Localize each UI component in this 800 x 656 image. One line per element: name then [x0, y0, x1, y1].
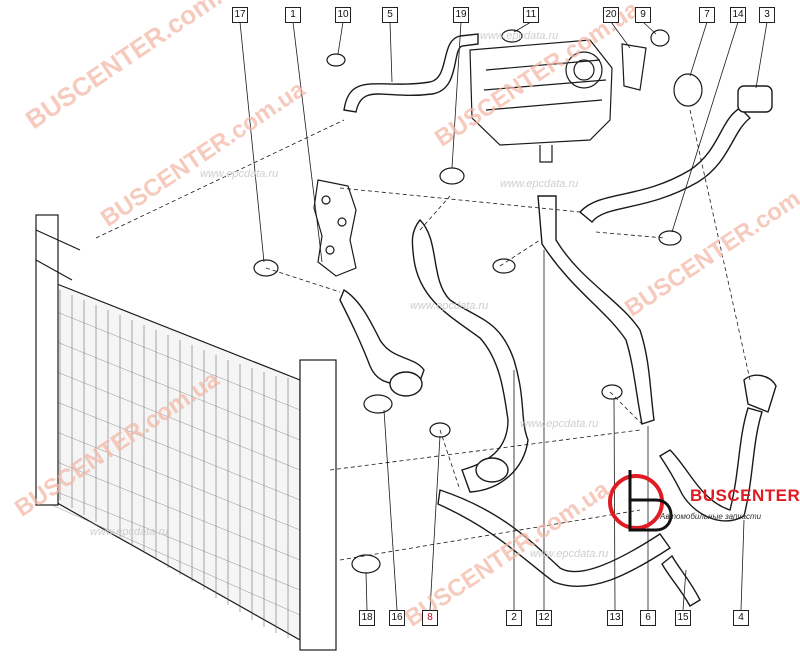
callout-11: 11 [523, 7, 539, 23]
callout-15: 15 [675, 610, 691, 626]
callout-8: 8 [422, 610, 438, 626]
watermark-site: www.epcdata.ru [200, 168, 279, 180]
hoses [339, 33, 777, 607]
watermark-site: www.epcdata.ru [90, 526, 169, 538]
callout-16: 16 [389, 610, 405, 626]
callout-6: 6 [640, 610, 656, 626]
radiator [35, 214, 337, 651]
callout-10: 10 [335, 7, 351, 23]
callout-2: 2 [506, 610, 522, 626]
watermark-site: www.epcdata.ru [520, 418, 599, 430]
watermark-site: www.epcdata.ru [530, 548, 609, 560]
callout-4: 4 [733, 610, 749, 626]
leader-lines [239, 21, 768, 611]
expansion-tank [469, 39, 613, 163]
callout-5: 5 [382, 7, 398, 23]
callout-7: 7 [699, 7, 715, 23]
callout-17: 17 [232, 7, 248, 23]
callout-20: 20 [603, 7, 619, 23]
callout-9: 9 [635, 7, 651, 23]
callout-13: 13 [607, 610, 623, 626]
connection-lines [95, 109, 751, 561]
logo-tagline: Автомобильные запчасти [660, 512, 762, 521]
callout-18: 18 [359, 610, 375, 626]
callout-19: 19 [453, 7, 469, 23]
callout-1: 1 [285, 7, 301, 23]
callout-12: 12 [536, 610, 552, 626]
watermark-site: www.epcdata.ru [480, 30, 559, 42]
watermark-site: www.epcdata.ru [500, 178, 579, 190]
callout-3: 3 [759, 7, 775, 23]
thermostat-housing [313, 179, 357, 277]
logo-name: BUSCENTER [690, 486, 800, 505]
callout-14: 14 [730, 7, 746, 23]
watermark-site: www.epcdata.ru [410, 300, 489, 312]
buscenter-logo-mark [608, 470, 673, 532]
